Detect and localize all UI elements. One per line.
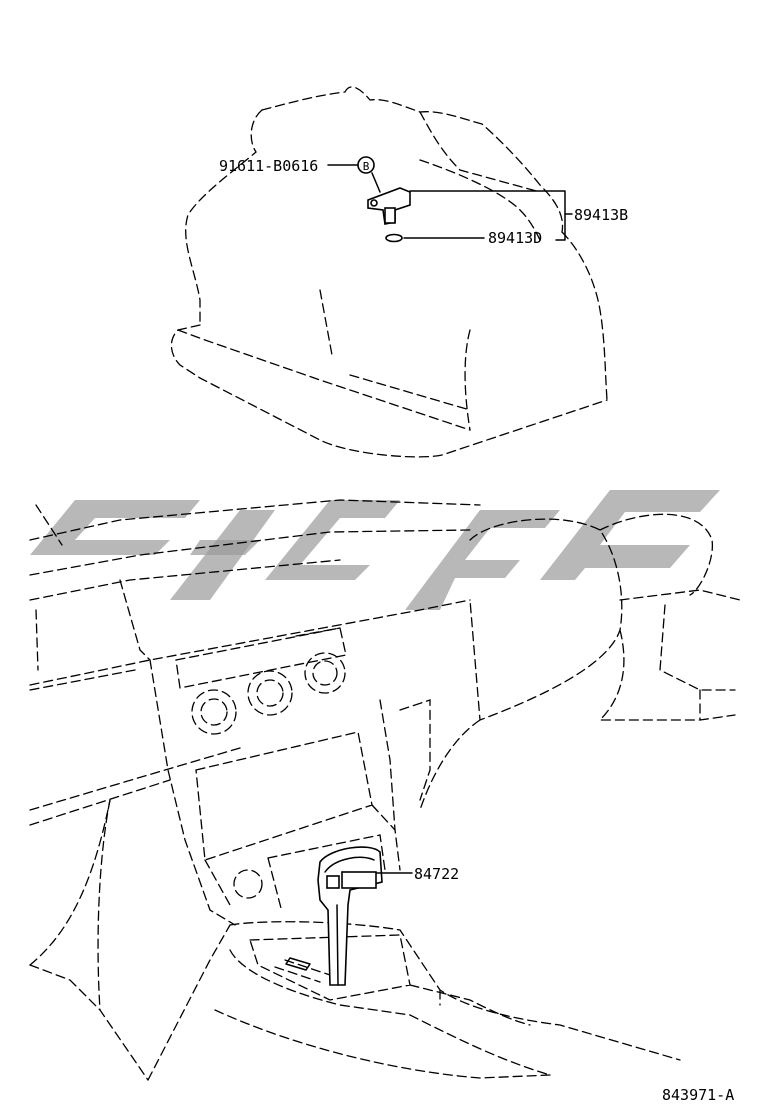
bolt-marker-letter: B [363,160,370,173]
climate-knob-left-icon [191,689,237,735]
oring-part-number: 89413D [488,229,542,247]
sensor-bracket-line [409,190,566,241]
speed-sensor-icon [367,187,411,225]
sensor-part-number: 89413B [574,206,628,224]
dash-switch-round-icon [233,869,263,899]
climate-knob-center-icon [247,670,293,716]
dashboard-outline [29,499,741,1081]
bolt-pointer-line [371,172,381,193]
switch-part-number: 84722 [414,865,459,883]
shift-lever-switch-icon [285,846,383,986]
bolt-icon: B [357,156,375,174]
climate-knob-right-icon [304,652,346,694]
transmission-outline [170,86,608,458]
figure-id: 843971-A [662,1086,734,1104]
watermark-logo [30,490,720,610]
o-ring-icon [385,233,403,243]
bolt-part-number: 91611-B0616 [219,157,318,175]
